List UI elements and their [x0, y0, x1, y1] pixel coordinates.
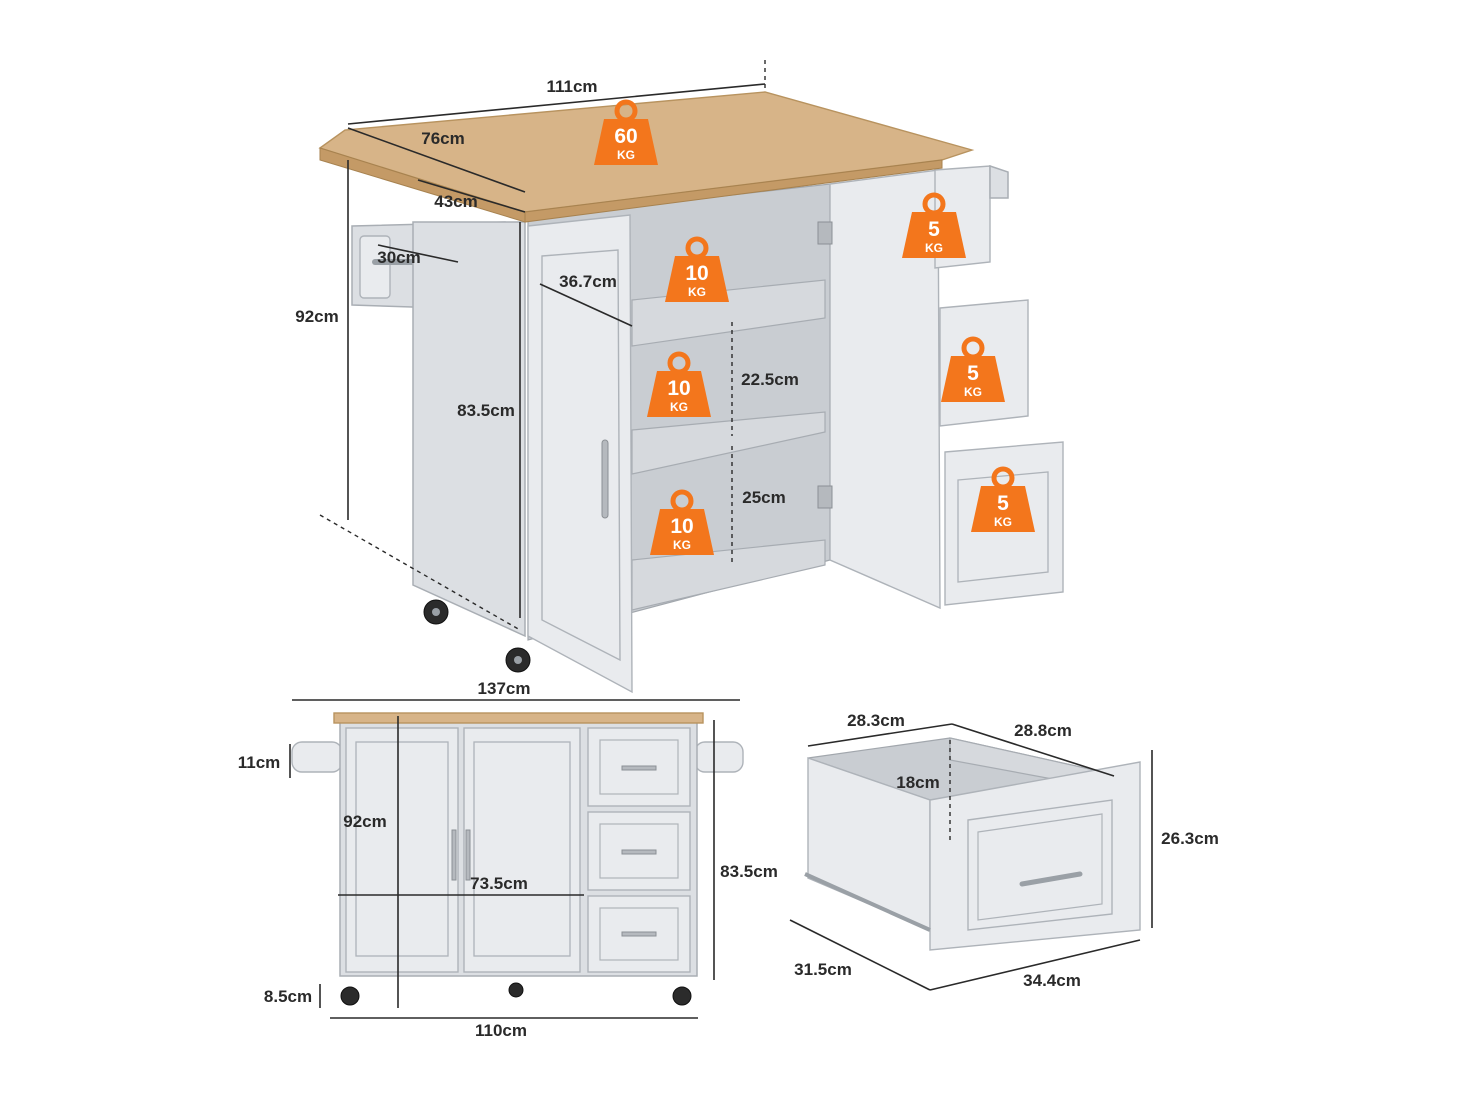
weight-unit: KG [964, 385, 982, 399]
weight-unit: KG [994, 515, 1012, 529]
label-top-depth: 76cm [421, 129, 464, 148]
weight-value: 5 [928, 218, 940, 241]
label-wheel-height: 8.5cm [264, 987, 312, 1006]
drawer-slide-rail [804, 872, 931, 932]
weight-badge-shelf-3: 10 KG [650, 489, 714, 555]
dim-line-inner-width [807, 723, 953, 747]
weight-badge-drawer-3: 5 KG [971, 466, 1035, 532]
label-total-height: 92cm [295, 307, 338, 326]
label-shelf-gap-upper: 22.5cm [741, 370, 799, 389]
drawer-front [929, 761, 1141, 951]
label-overall-width: 137cm [478, 679, 531, 698]
label-door-width: 73.5cm [470, 874, 528, 893]
towel-rack-end [359, 235, 391, 299]
label-shelf-depth: 36.7cm [559, 272, 617, 291]
label-cabinet-height: 83.5cm [457, 401, 515, 420]
right-door [829, 169, 941, 610]
dim-line-top-depth [347, 127, 526, 193]
label-outer-width: 34.4cm [1023, 971, 1081, 990]
left-door-handle [601, 439, 609, 519]
door-hinge-top [817, 221, 833, 245]
drawer-3-inset [957, 471, 1049, 583]
label-top-width: 111cm [546, 77, 597, 96]
dim-line-side-depth [417, 179, 526, 213]
left-towel-bar [291, 741, 343, 773]
weight-badge-drawer-1: 5 KG [902, 192, 966, 258]
wheel-icon [508, 982, 524, 998]
weight-unit: KG [673, 538, 691, 552]
weight-unit: KG [925, 241, 943, 255]
left-door-inset [541, 249, 621, 662]
front-left-door [345, 727, 459, 973]
weight-badge-top: 60 KG [594, 99, 658, 165]
drawer-handle [1019, 871, 1083, 887]
label-shelf-gap-lower: 25cm [742, 488, 785, 507]
label-outer-depth: 31.5cm [794, 960, 852, 979]
weight-unit: KG [670, 400, 688, 414]
wheels [423, 599, 531, 673]
label-front-total-height: 92cm [343, 812, 386, 831]
shelf-middle [631, 411, 826, 475]
label-inner-height: 18cm [896, 773, 939, 792]
dim-line-outer-depth [789, 919, 931, 991]
weight-value: 5 [967, 362, 979, 385]
weight-value: 10 [685, 262, 708, 285]
cabinet-side [412, 221, 526, 638]
label-body-width: 110cm [475, 1021, 527, 1040]
weight-value: 5 [997, 492, 1009, 515]
dim-line-top-width [347, 83, 766, 125]
label-inner-depth: 28.8cm [1014, 721, 1072, 740]
label-towel-bar-height: 11cm [238, 753, 281, 772]
drawer-view: 28.3cm 28.8cm 18cm 26.3cm 31.5cm 34.4cm [789, 711, 1219, 991]
label-side-depth: 43cm [434, 192, 477, 211]
dim-line-inner-depth [951, 723, 1115, 777]
label-towel-bar: 30cm [377, 248, 420, 267]
door-handle [451, 829, 457, 881]
dim-line-shelf-depth [539, 283, 633, 327]
wheel-icon [340, 986, 360, 1006]
left-door [527, 214, 633, 694]
perspective-view: 111cm 76cm 43cm 30cm 92cm 83.5cm 36.7cm … [295, 60, 1064, 694]
weight-value: 10 [667, 377, 690, 400]
label-outer-height: 26.3cm [1161, 829, 1219, 848]
weight-badge-shelf-2: 10 KG [647, 351, 711, 417]
label-inner-width: 28.3cm [847, 711, 905, 730]
weight-unit: KG [617, 148, 635, 162]
label-front-cabinet-height: 83.5cm [720, 862, 778, 881]
weight-value: 60 [614, 125, 637, 148]
dim-line-towel-bar [377, 244, 459, 263]
front-wood-top [333, 712, 704, 724]
weight-badge-drawer-2: 5 KG [941, 336, 1005, 402]
door-hinge-bottom [817, 485, 833, 509]
weight-unit: KG [688, 285, 706, 299]
front-right-door [463, 727, 581, 973]
door-handle [465, 829, 471, 881]
weight-value: 10 [670, 515, 693, 538]
drawer-1-side [989, 164, 1009, 199]
right-towel-bar [694, 741, 744, 773]
countertop-front-edge [524, 159, 943, 223]
wheel-icon [672, 986, 692, 1006]
weight-badge-shelf-1: 10 KG [665, 236, 729, 302]
front-view: 137cm 11cm 92cm 83.5cm 73.5cm 8.5cm 110c… [238, 679, 778, 1040]
dim-line-outer-width [929, 939, 1141, 991]
